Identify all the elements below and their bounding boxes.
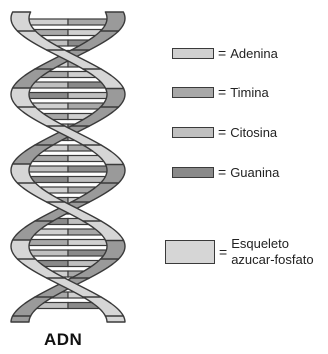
legend-timina: = Timina [172, 84, 269, 100]
equals-sign: = [218, 164, 227, 180]
diagram-title: ADN [44, 330, 83, 349]
legend-adenina: = Adenina [172, 45, 278, 61]
backbone-label-line1: Esqueleto [231, 236, 290, 251]
equals-sign: = [218, 45, 227, 61]
equals-sign: = [218, 84, 227, 100]
citosina-label: Citosina [230, 124, 278, 140]
backbone-segment [82, 144, 125, 166]
equals-sign: = [219, 244, 228, 260]
adenina-label: Adenina [230, 45, 278, 61]
backbone-label-line2: azucar-fosfato [231, 252, 314, 267]
backbone-label: Esqueleto azucar-fosfato [231, 236, 313, 268]
equals-sign: = [218, 124, 227, 140]
timina-swatch [172, 86, 214, 98]
guanina-swatch [172, 166, 214, 178]
adenina-swatch [172, 47, 214, 59]
timina-label: Timina [230, 84, 269, 100]
backbone-segment [104, 315, 126, 323]
legend-citosina: = Citosina [172, 124, 277, 140]
backbone-segment [82, 68, 125, 90]
legend-backbone: = Esqueleto azucar-fosfato [165, 236, 314, 268]
legend-guanina: = Guanina [172, 164, 279, 180]
backbone-strand-front [10, 11, 126, 323]
guanina-label: Guanina [230, 164, 280, 180]
backbone-swatch [165, 240, 215, 264]
backbone-segment [82, 220, 125, 242]
citosina-swatch [172, 126, 214, 138]
backbone-segment [10, 315, 32, 323]
